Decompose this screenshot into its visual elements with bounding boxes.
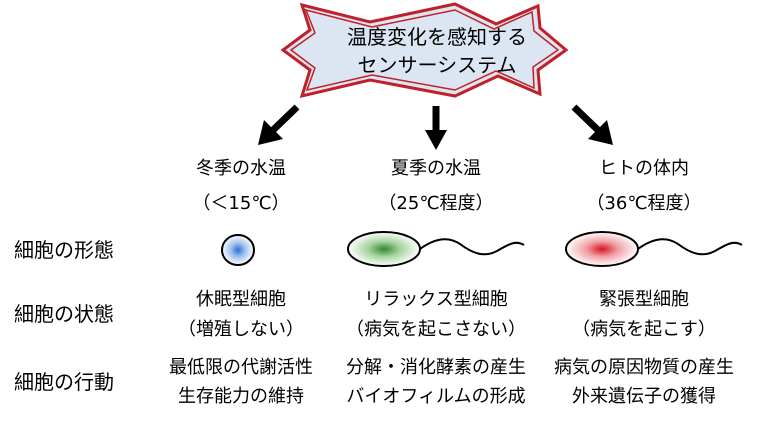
behavior-1-relaxed: 分解・消化酵素の産生 xyxy=(346,357,526,378)
cell-dormant xyxy=(221,234,255,266)
arrow-left xyxy=(258,104,300,145)
behavior-1-dormant: 最低限の代謝活性 xyxy=(169,357,313,378)
behavior-2-relaxed: バイオフィルムの形成 xyxy=(346,386,526,407)
env-summer: 夏季の水温 xyxy=(391,158,481,179)
row-label-state: 細胞の状態 xyxy=(14,302,114,326)
state-note-tense: （病気を起こす） xyxy=(572,319,716,340)
row-label-morphology: 細胞の形態 xyxy=(14,238,114,262)
env-winter: 冬季の水温 xyxy=(196,158,286,179)
state-name-tense: 緊張型細胞 xyxy=(599,289,689,310)
title-line-2: センサーシステム xyxy=(357,53,517,77)
cell-tense xyxy=(565,231,743,267)
behavior-2-tense: 外来遺伝子の獲得 xyxy=(572,386,716,407)
temp-summer: （25℃程度） xyxy=(378,193,494,214)
arrow-center xyxy=(425,106,447,150)
cell-relaxed xyxy=(347,231,525,267)
state-note-dormant: （増殖しない） xyxy=(178,319,304,340)
title-line-1: 温度変化を感知する xyxy=(347,25,527,49)
arrow-right xyxy=(571,104,613,145)
row-label-behavior: 細胞の行動 xyxy=(14,370,114,394)
state-name-relaxed: リラックス型細胞 xyxy=(364,289,508,310)
state-name-dormant: 休眠型細胞 xyxy=(196,289,286,310)
behavior-1-tense: 病気の原因物質の産生 xyxy=(554,357,734,378)
state-note-relaxed: （病気を起こさない） xyxy=(346,319,526,340)
behavior-2-dormant: 生存能力の維持 xyxy=(178,386,304,407)
temp-winter: （＜15℃） xyxy=(192,193,290,214)
title-burst xyxy=(280,2,569,99)
env-human: ヒトの体内 xyxy=(599,158,689,179)
temp-human: （36℃程度） xyxy=(586,193,702,214)
